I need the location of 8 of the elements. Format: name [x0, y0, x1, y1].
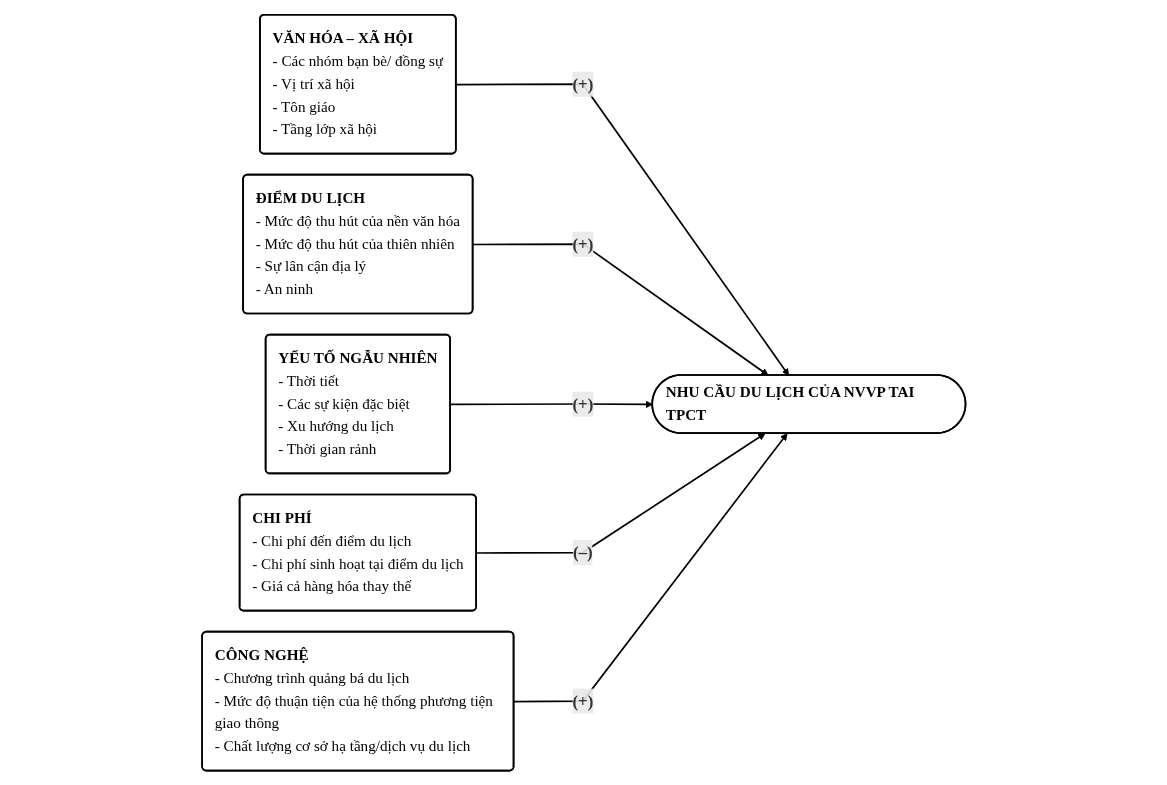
arrow — [475, 433, 766, 554]
edge-label: (+) — [572, 691, 593, 711]
arrow — [449, 400, 653, 408]
edge-label: (+) — [572, 234, 593, 254]
edge-label: (+) — [572, 74, 593, 94]
edge-label: (+) — [572, 394, 593, 414]
arrow — [455, 83, 789, 376]
edge-label: (–) — [572, 543, 593, 562]
